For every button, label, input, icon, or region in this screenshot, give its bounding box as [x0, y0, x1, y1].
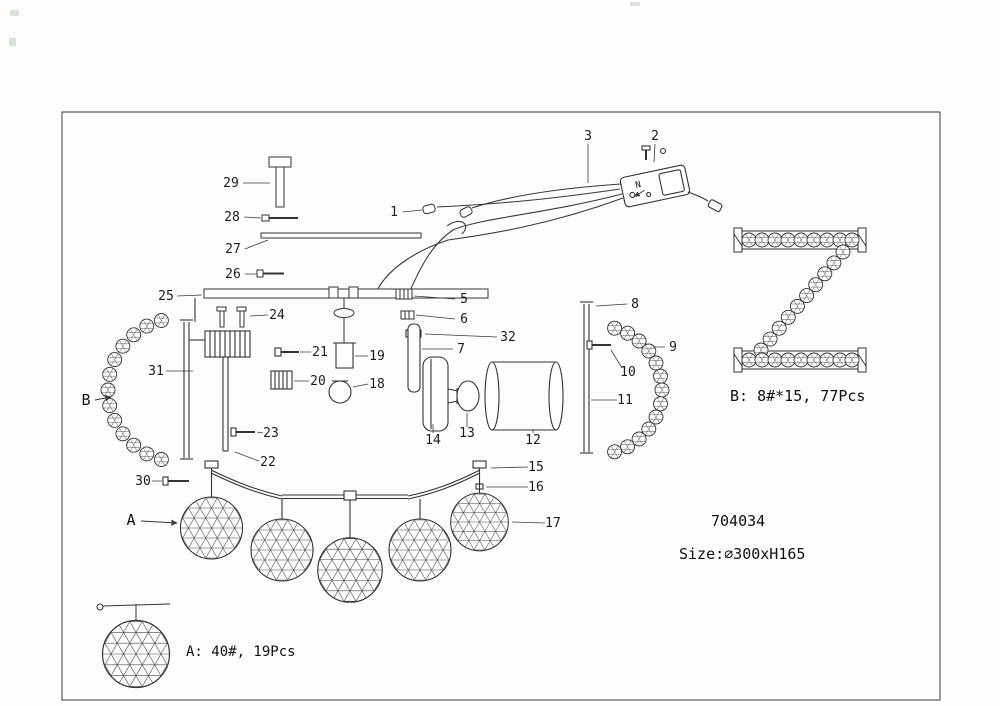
socket-part-19 [333, 342, 356, 369]
mount-box-part-2: N [619, 145, 723, 213]
part-label-32: 32 [500, 330, 516, 345]
bead-strip-sample [733, 227, 867, 373]
part-label-30: 30 [135, 474, 151, 489]
left-bracket-assembly [94, 298, 255, 486]
right-bracket-assembly [580, 301, 670, 460]
sample-ball-assembly [91, 603, 182, 700]
bolt-part-29 [268, 156, 292, 208]
size-text: Size:∅300xH165 [679, 545, 805, 563]
center-fitting [343, 490, 357, 501]
part-label-18: 18 [369, 377, 385, 392]
model-number: 704034 [711, 512, 765, 530]
part-label-6: 6 [460, 312, 468, 327]
end-fitting-left [204, 460, 219, 469]
arm-part-7 [407, 323, 421, 393]
part-label-21: 21 [312, 345, 328, 360]
screw-part-30 [162, 476, 189, 486]
cup-part-14 [422, 356, 449, 432]
left-bead-arc [100, 312, 169, 468]
holder-part-20 [270, 370, 293, 390]
bolts-part-24 [216, 306, 247, 328]
part-label-12: 12 [525, 433, 541, 448]
part-label-7: 7 [457, 342, 465, 357]
part-label-10: 10 [620, 365, 636, 380]
part-label-24: 24 [269, 308, 285, 323]
part-label-20: 20 [310, 374, 326, 389]
strip-beads-bottom [741, 352, 860, 368]
part-label-26: 26 [225, 267, 241, 282]
shade-part-12 [484, 361, 564, 431]
screw-part-26 [256, 269, 284, 278]
ball-spec-text: A: 40#, 19Pcs [186, 644, 296, 660]
bracket-part-31 [180, 319, 205, 460]
part-label-17: 17 [545, 516, 561, 531]
crystal-balls-part-17 [170, 482, 519, 614]
strip-beads-diagonal [753, 244, 851, 358]
part-label-13: 13 [459, 426, 475, 441]
part-label-29: 29 [223, 176, 239, 191]
mounting-plate-part-25 [203, 286, 489, 343]
part-label-9: 9 [669, 340, 677, 355]
pin-part-28 [261, 214, 298, 222]
drawing-border [61, 111, 941, 701]
end-fitting-part-15 [472, 460, 487, 469]
fitting-part-5 [395, 288, 413, 300]
part-label-31: 31 [148, 364, 164, 379]
callout-a: A [126, 511, 135, 529]
part-label-23: 23 [263, 426, 279, 441]
part-label-5: 5 [460, 292, 468, 307]
screw-part-21 [274, 347, 299, 357]
callout-b-arrow-icon [94, 394, 112, 402]
strip-clamps [733, 227, 867, 373]
arms-assembly [204, 460, 487, 540]
part-label-19: 19 [369, 349, 385, 364]
part-label-25: 25 [158, 289, 174, 304]
wires-part-3 [374, 183, 624, 296]
bulb-part-13 [447, 380, 480, 412]
part-label-16: 16 [528, 480, 544, 495]
part-label-1: 1 [390, 205, 398, 220]
part-label-8: 8 [631, 297, 639, 312]
comb-block [204, 330, 251, 358]
neutral-arrow-icon [634, 189, 645, 197]
rod-part-22 [222, 357, 229, 452]
bracket-part-8-11 [580, 301, 593, 454]
part-label-14: 14 [425, 433, 441, 448]
part-label-3: 3 [584, 129, 592, 144]
wire-connectors-part-1 [422, 203, 473, 218]
bolt-part-23 [230, 427, 255, 437]
part-label-15: 15 [528, 460, 544, 475]
callout-a-arrow-icon [140, 519, 178, 526]
lamp-assembly [270, 323, 564, 432]
bead-spec-text: B: 8#*15, 77Pcs [730, 387, 865, 405]
right-bead-arc [607, 320, 670, 460]
scan-artifact [9, 2, 640, 46]
fitting-part-6 [400, 310, 415, 320]
part-label-11: 11 [617, 393, 633, 408]
part-label-28: 28 [224, 210, 240, 225]
rod-part-27 [260, 232, 422, 239]
callout-b: B [81, 391, 90, 409]
part-label-2: 2 [651, 129, 659, 144]
leader-lines [152, 143, 665, 524]
part-label-27: 27 [225, 242, 241, 257]
bulb-part-18 [328, 380, 352, 404]
part-label-22: 22 [260, 455, 276, 470]
screw-part-10 [586, 340, 611, 350]
neutral-marking: N [635, 180, 642, 191]
